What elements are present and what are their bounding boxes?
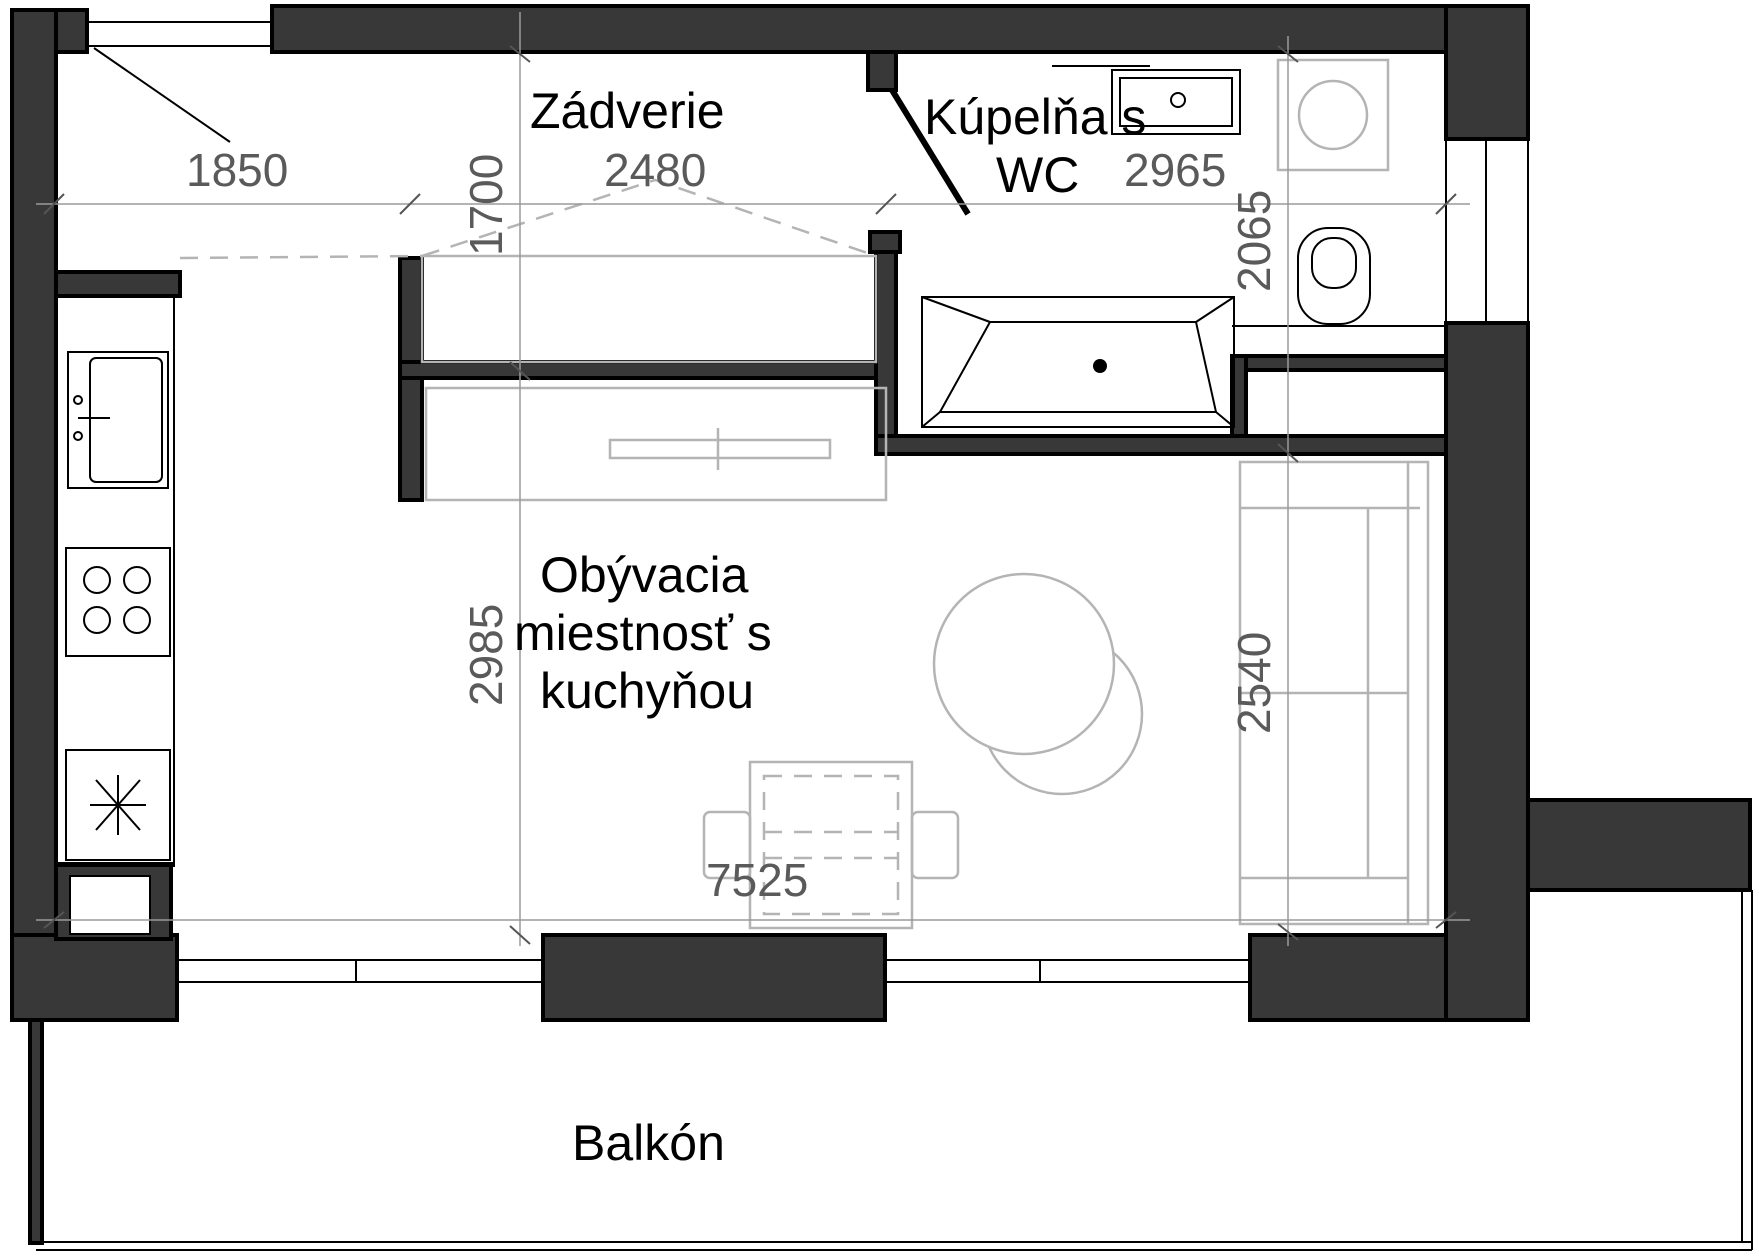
chair-left [702, 810, 752, 880]
tick-11 [43, 911, 65, 929]
window-niche-interior [69, 875, 151, 935]
bath-door-post-top [866, 50, 898, 92]
stove [65, 547, 171, 657]
tick-12 [1435, 911, 1457, 929]
sink-inner [1119, 77, 1233, 127]
dim-label-2065: 2065 [1228, 190, 1280, 292]
room-label-bathroom-line1: Kúpelňa s [924, 89, 1146, 145]
wall-bottom-left [10, 933, 179, 1022]
dim-label-1700: 1700 [460, 154, 512, 256]
kitchen-sink-inner [89, 357, 163, 483]
wall-bath-niche [1230, 354, 1448, 372]
room-label-living-line2: miestnosť s [514, 605, 772, 661]
washing-machine [1276, 58, 1390, 172]
dimension-labels: 1850 2480 2965 7525 1700 2065 2985 2540 [186, 144, 1280, 906]
coffee-table-large [932, 572, 1116, 756]
windows [86, 21, 1529, 983]
tick-10 [1277, 923, 1299, 941]
wall-counter-cap [54, 270, 182, 298]
bath-door-leaf [889, 88, 971, 216]
dim-label-1850: 1850 [186, 144, 288, 196]
dim-label-2540: 2540 [1228, 632, 1280, 734]
fridge-snowflake-icon [90, 775, 146, 835]
wall-bath-bottom [874, 434, 1448, 456]
balcony-left-post [28, 1013, 44, 1245]
hallway-closet [179, 178, 878, 364]
wall-right-projection [1526, 798, 1752, 892]
toilet-bowl [1311, 237, 1357, 289]
kitchen [55, 295, 175, 867]
dim-label-2985: 2985 [460, 604, 512, 706]
tick-5 [509, 45, 531, 63]
tick-1 [43, 193, 65, 215]
tick-8 [1277, 45, 1299, 63]
dimension-lines [36, 12, 1470, 946]
tv-cabinet [424, 386, 888, 502]
bathtub-corner-3 [921, 411, 941, 428]
walls [10, 4, 1752, 1022]
chair-right [910, 810, 960, 880]
dim-label-7525: 7525 [706, 854, 808, 906]
stove-burner-3 [83, 606, 111, 634]
bathtub-inner [938, 321, 1218, 413]
bath-door-post-bottom [868, 230, 902, 254]
room-label-hallway: Zádverie [530, 83, 725, 139]
tick-4 [1435, 193, 1457, 215]
kitchen-counter [55, 295, 175, 867]
window-bottom-right [884, 959, 1251, 983]
entrance-door-leaf [93, 47, 231, 143]
tick-7 [509, 925, 531, 945]
room-labels: Zádverie Kúpelňa s WC Obývacia miestnosť… [514, 83, 1146, 1171]
room-label-living-line3: kuchyňou [540, 663, 754, 719]
wall-top-right [1444, 4, 1530, 141]
window-bottom-left [176, 959, 544, 983]
kitchen-tap-1 [73, 395, 83, 405]
room-label-bathroom-line2: WC [996, 147, 1079, 203]
stove-burner-2 [123, 566, 151, 594]
wall-right [1444, 321, 1530, 1022]
room-label-living-line1: Obývacia [540, 547, 749, 603]
living-furniture [702, 460, 1430, 930]
washing-machine-drum [1297, 79, 1369, 151]
wall-bath-niche-side [1230, 354, 1248, 438]
bathtub-corner-4 [1215, 411, 1235, 428]
bathtub-outer [921, 296, 1235, 428]
bathtub-corner-2 [1195, 296, 1235, 323]
dim-label-2480: 2480 [604, 144, 706, 196]
tick-9 [1277, 443, 1299, 463]
wall-left [10, 8, 58, 1022]
tick-2 [399, 193, 421, 215]
stove-burner-4 [123, 606, 151, 634]
fridge [65, 749, 171, 861]
kitchen-sink-outer [67, 351, 169, 489]
toilet-tank [1297, 227, 1371, 325]
bathtub-drain [1093, 359, 1107, 373]
dim-label-2965: 2965 [1124, 144, 1226, 196]
tick-3 [875, 193, 897, 215]
sink-outer [1111, 69, 1241, 135]
sink-drain [1170, 92, 1186, 108]
wall-closet-horizontal [398, 360, 878, 380]
bathtub-corner-1 [921, 296, 991, 323]
balcony [28, 890, 1753, 1251]
tv [608, 438, 832, 460]
wall-top [270, 4, 1448, 54]
closet-outline [420, 254, 878, 364]
stove-burner-1 [83, 566, 111, 594]
dining-table-inner [762, 774, 900, 916]
closet-line [179, 254, 423, 260]
bathroom-fixtures [889, 58, 1446, 428]
closet-door-swing [421, 178, 877, 258]
kitchen-tap-2 [73, 431, 83, 441]
room-label-balcony: Balkón [572, 1115, 725, 1171]
entrance-opening [86, 21, 273, 47]
wall-bottom-center [541, 933, 887, 1022]
tick-6 [509, 361, 531, 381]
cabinet-outline [424, 386, 888, 502]
